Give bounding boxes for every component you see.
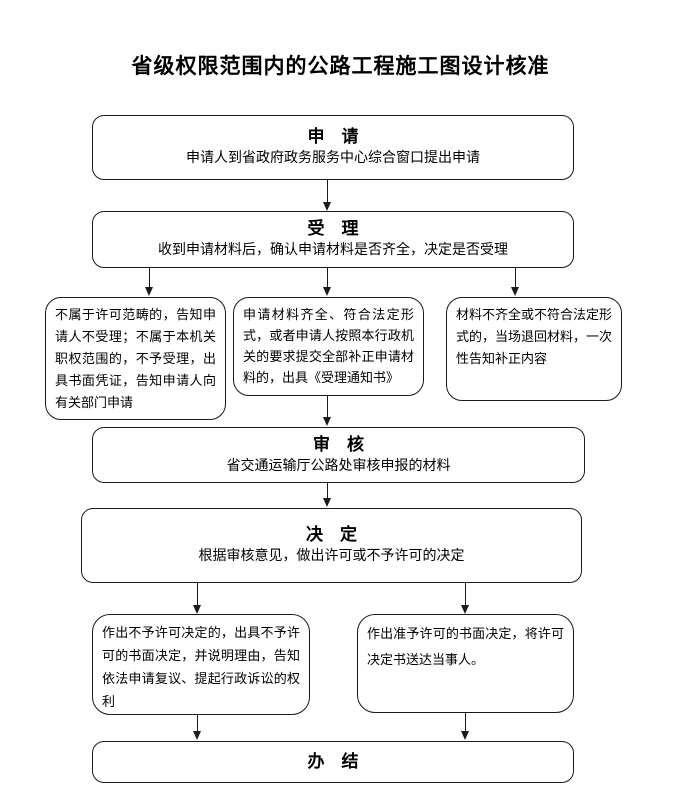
arrow-deny-complete-head bbox=[193, 731, 201, 740]
node-body: 收到申请材料后，确认申请材料是否齐全，决定是否受理 bbox=[158, 243, 508, 258]
arrow-accepted-review-head bbox=[323, 417, 331, 426]
flow-node-complete: 办 结 bbox=[92, 741, 574, 783]
arrow-accepted-review-line bbox=[327, 396, 329, 418]
node-body: 根据审核意见，做出许可或不予许可的决定 bbox=[198, 549, 465, 564]
arrow-accept-accepted-line bbox=[327, 268, 329, 288]
arrow-apply-accept-head bbox=[323, 202, 331, 211]
arrow-decision-deny-line bbox=[197, 583, 199, 606]
node-body: 省交通运输厅公路处审核申报的材料 bbox=[226, 458, 451, 474]
flow-node-grant: 作出准予许可的书面决定，将许可决定书送达当事人。 bbox=[357, 614, 574, 713]
node-heading: 受 理 bbox=[307, 219, 359, 238]
arrow-decision-grant-line bbox=[465, 583, 467, 606]
node-body: 申请人到省政府政务服务中心综合窗口提出申请 bbox=[186, 151, 480, 166]
flow-node-decision: 决 定 根据审核意见，做出许可或不予许可的决定 bbox=[81, 508, 582, 583]
node-heading: 办 结 bbox=[307, 752, 359, 771]
flow-node-accepted: 申请材料齐全、符合法定形式，或者申请人按照本行政机关的要求提交全部补正申请材料的… bbox=[233, 297, 424, 396]
arrow-review-decision-head bbox=[323, 498, 331, 507]
node-heading: 申 请 bbox=[307, 127, 359, 146]
arrow-accept-returned-head bbox=[511, 287, 519, 296]
flow-node-deny: 作出不予许可决定的，出具不予许可的书面决定，并说明理由，告知依法申请复议、提起行… bbox=[92, 614, 310, 715]
flow-node-returned: 材料不齐全或不符合法定形式的，当场退回材料，一次性告知补正内容 bbox=[446, 297, 622, 401]
arrow-accept-notaccepted-head bbox=[145, 287, 153, 296]
arrow-apply-accept-line bbox=[327, 180, 329, 203]
arrow-accept-notaccepted-line bbox=[149, 268, 151, 288]
flow-node-not-accepted: 不属于许可范畴的，告知申请人不受理；不属于本机关职权范围的，不予受理，出具书面凭… bbox=[45, 297, 226, 420]
arrow-deny-complete-line bbox=[197, 715, 199, 732]
node-heading: 决 定 bbox=[306, 525, 357, 544]
arrow-decision-deny-head bbox=[193, 605, 201, 614]
arrow-grant-complete-head bbox=[461, 731, 469, 740]
node-heading: 审 核 bbox=[313, 434, 364, 454]
arrow-grant-complete-line bbox=[465, 713, 467, 732]
arrow-accept-returned-line bbox=[515, 268, 517, 288]
arrow-decision-grant-head bbox=[461, 605, 469, 614]
page-title: 省级权限范围内的公路工程施工图设计核准 bbox=[131, 55, 550, 78]
flow-node-accept: 受 理 收到申请材料后，确认申请材料是否齐全，决定是否受理 bbox=[92, 211, 574, 268]
arrow-accept-accepted-head bbox=[323, 287, 331, 296]
flow-node-apply: 申 请 申请人到省政府政务服务中心综合窗口提出申请 bbox=[92, 115, 574, 180]
flow-node-review: 审 核 省交通运输厅公路处审核申报的材料 bbox=[92, 427, 585, 483]
arrow-review-decision-line bbox=[327, 483, 329, 499]
